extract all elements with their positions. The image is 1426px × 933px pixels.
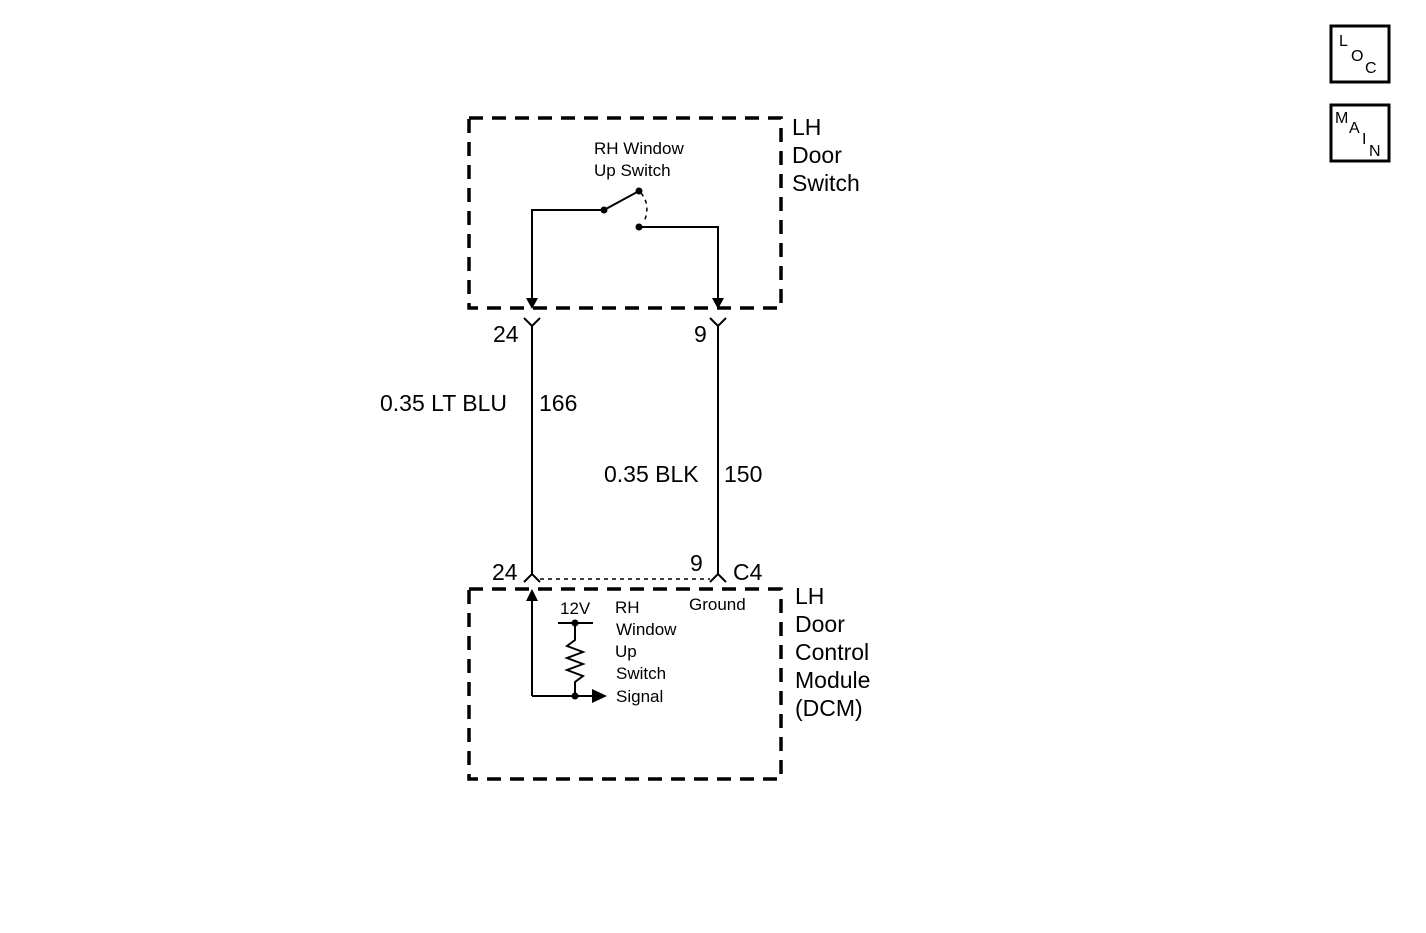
dcm-title-line-5: (DCM) — [795, 695, 863, 721]
dcm-title-line-3: Control — [795, 639, 869, 665]
pullup-circuit — [526, 589, 607, 703]
lh-door-switch-title-line-3: Switch — [792, 170, 860, 196]
lh-door-control-module: 24 9 C4 Ground LH Door Control Module (D… — [467, 550, 870, 781]
supply-12v-label: 12V — [560, 599, 591, 618]
main-button-letter-a: A — [1349, 120, 1360, 137]
signal-label-line-5: Signal — [616, 687, 663, 706]
signal-label-line-3: Up — [615, 642, 637, 661]
main-button[interactable]: M A I N — [1329, 103, 1391, 163]
lh-door-switch: LH Door Switch RH Window Up Switch 24 9 — [467, 114, 860, 347]
wire-150-label: 0.35 BLK — [604, 461, 699, 487]
rh-window-up-switch-symbol — [526, 187, 724, 309]
lh-door-switch-outline — [467, 116, 783, 310]
dcm-connector-c4: C4 — [733, 559, 763, 585]
signal-label-line-1: RH — [615, 598, 640, 617]
loc-button-letter-o: O — [1351, 48, 1363, 65]
main-button-letter-m: M — [1335, 110, 1348, 127]
wires: 0.35 LT BLU 166 0.35 BLK 150 — [380, 326, 762, 574]
dcm-title-line-2: Door — [795, 611, 845, 637]
wire-166-circuit: 166 — [539, 390, 577, 416]
signal-label-line-4: Switch — [616, 664, 666, 683]
main-button-letter-n: N — [1369, 143, 1381, 160]
wire-166-label: 0.35 LT BLU — [380, 390, 507, 416]
dcm-pin-9: 9 — [690, 550, 703, 576]
dcm-title-line-4: Module — [795, 667, 870, 693]
dcm-pin-24: 24 — [492, 559, 518, 585]
dcm-ground-label: Ground — [689, 595, 746, 614]
wire-150-circuit: 150 — [724, 461, 762, 487]
switch-pin-9: 9 — [694, 321, 707, 347]
main-button-letter-i: I — [1362, 131, 1366, 148]
loc-button[interactable]: L O C — [1329, 24, 1391, 84]
loc-button-letter-c: C — [1365, 60, 1377, 77]
switch-label-line-1: RH Window — [594, 139, 684, 158]
switch-pin-24: 24 — [493, 321, 519, 347]
switch-label-line-2: Up Switch — [594, 161, 671, 180]
dcm-title-line-1: LH — [795, 583, 824, 609]
lh-door-switch-title-line-2: Door — [792, 142, 842, 168]
lh-door-switch-title-line-1: LH — [792, 114, 821, 140]
dcm-outline — [467, 587, 783, 781]
loc-button-letter-l: L — [1339, 33, 1348, 50]
signal-label-line-2: Window — [616, 620, 677, 639]
